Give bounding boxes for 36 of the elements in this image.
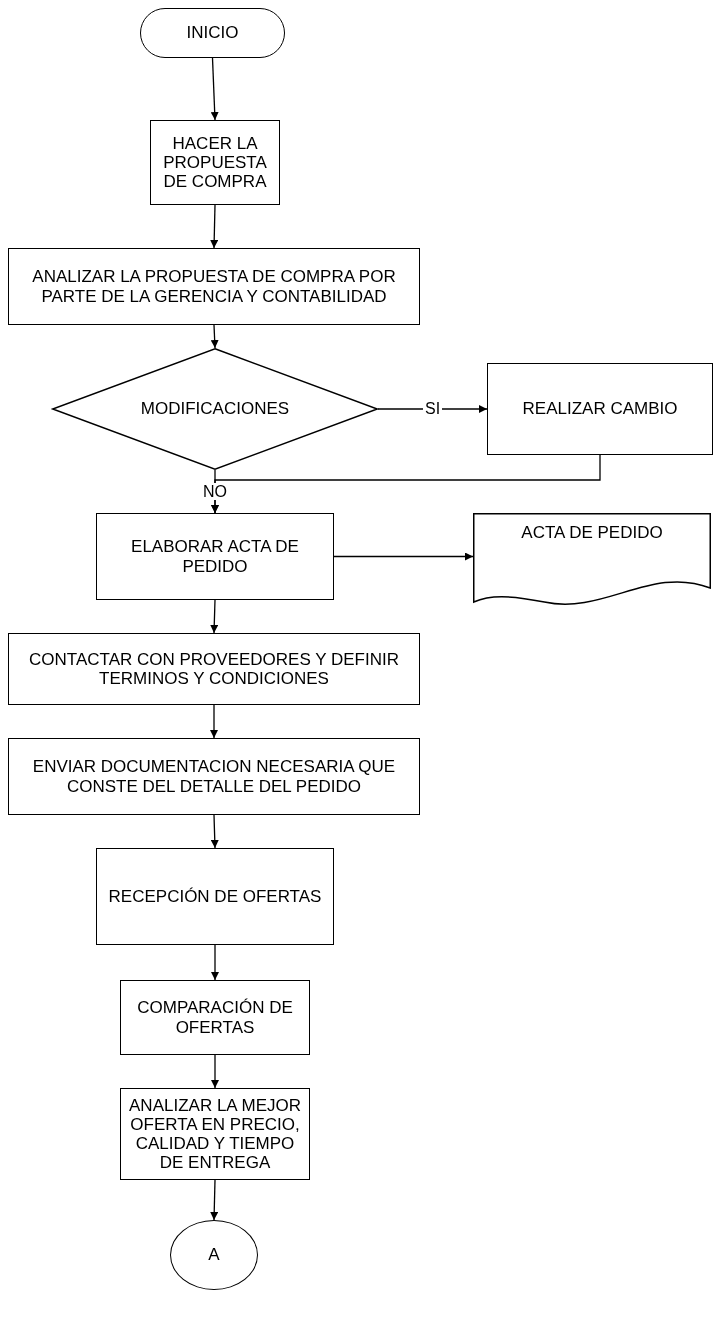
box-label: HACER LA PROPUESTA DE COMPRA (162, 133, 268, 192)
arrow (211, 1054, 219, 1089)
arrow (210, 1179, 219, 1221)
arrow (210, 324, 219, 349)
process-box (120, 1088, 310, 1180)
decision-diamond (52, 348, 378, 470)
process-box (487, 363, 713, 455)
process-box (150, 120, 280, 205)
box-label: CONTACTAR CON PROVEEDORES Y DEFINIR TERMINOS Y CONDICIONES (28, 649, 400, 689)
process-box (8, 738, 420, 815)
box-label: RECEPCIÓN DE OFERTAS (107, 887, 323, 906)
box-label: ENVIAR DOCUMENTACION NECESARIA QUE CONSTE DEL DETALLE DEL PEDIDO (31, 757, 397, 796)
arrow (210, 57, 219, 121)
arrow (210, 814, 219, 849)
arrow (210, 704, 218, 739)
box-label: MODIFICACIONES (139, 399, 291, 419)
terminator-shape (140, 8, 285, 58)
process-box (96, 848, 334, 945)
process-box (8, 633, 420, 705)
arrow (333, 552, 474, 561)
box-label: ACTA DE PEDIDO (520, 523, 664, 543)
box-label: REALIZAR CAMBIO (521, 399, 679, 419)
arrow (210, 204, 219, 249)
box-label: ELABORAR ACTA DE PEDIDO (130, 537, 300, 576)
arrow (211, 944, 219, 981)
box-label: INICIO (185, 23, 240, 43)
box-label: A (207, 1245, 221, 1265)
box-label: ANALIZAR LA MEJOR OFERTA EN PRECIO, CALIDAD Y TIEMPO DE ENTREGA (128, 1095, 302, 1173)
process-box (8, 248, 420, 325)
arrow (210, 599, 219, 634)
arrow (377, 405, 488, 413)
process-box (96, 513, 334, 600)
process-box (120, 980, 310, 1055)
edge-label: NO (201, 482, 229, 501)
box-label: COMPARACIÓN DE OFERTAS (136, 998, 294, 1037)
box-label: ANALIZAR LA PROPUESTA DE COMPRA POR PARTE DE LA GERENCIA Y CONTABILIDAD (31, 267, 397, 306)
